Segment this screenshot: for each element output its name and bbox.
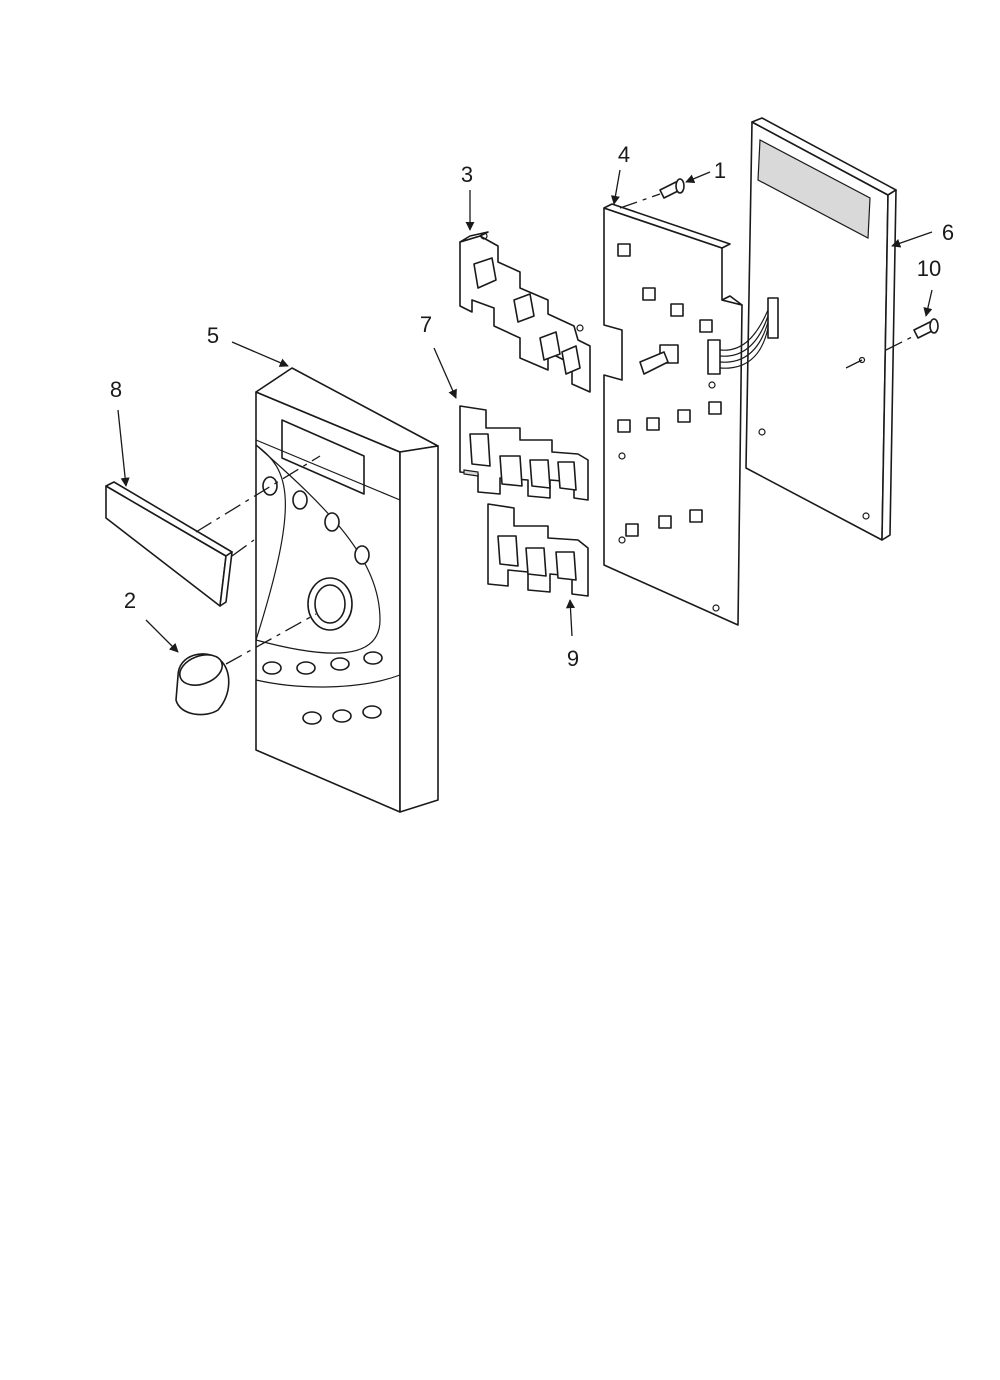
part-2-knob [175,539,317,716]
callout-8: 8 [110,377,122,402]
part-5-control-panel [255,367,439,813]
part-10-screw [885,318,939,351]
part-3-switch-bracket [459,231,591,393]
callout-7: 7 [420,312,432,337]
callout-6: 6 [942,220,954,245]
panel-buttons [262,476,383,725]
callout-1: 1 [714,158,726,183]
encoder-shaft [639,344,679,375]
leader-lines [117,169,933,653]
callout-labels: 4 1 3 6 10 5 7 8 2 9 [110,142,954,671]
callout-5: 5 [207,323,219,348]
callout-10: 10 [917,256,941,281]
callout-9: 9 [567,646,579,671]
callout-2: 2 [124,588,136,613]
ribbon-connector [707,297,779,375]
part-1-screw [619,178,685,209]
board-switches [617,243,722,537]
part-7-switch-bracket [459,405,589,501]
callout-3: 3 [461,162,473,187]
part-4-circuit-board [603,203,779,626]
callout-4: 4 [618,142,630,167]
part-9-switch-bracket [487,503,589,597]
part-6-back-panel [745,117,897,541]
part-8-window-lens [105,455,321,607]
